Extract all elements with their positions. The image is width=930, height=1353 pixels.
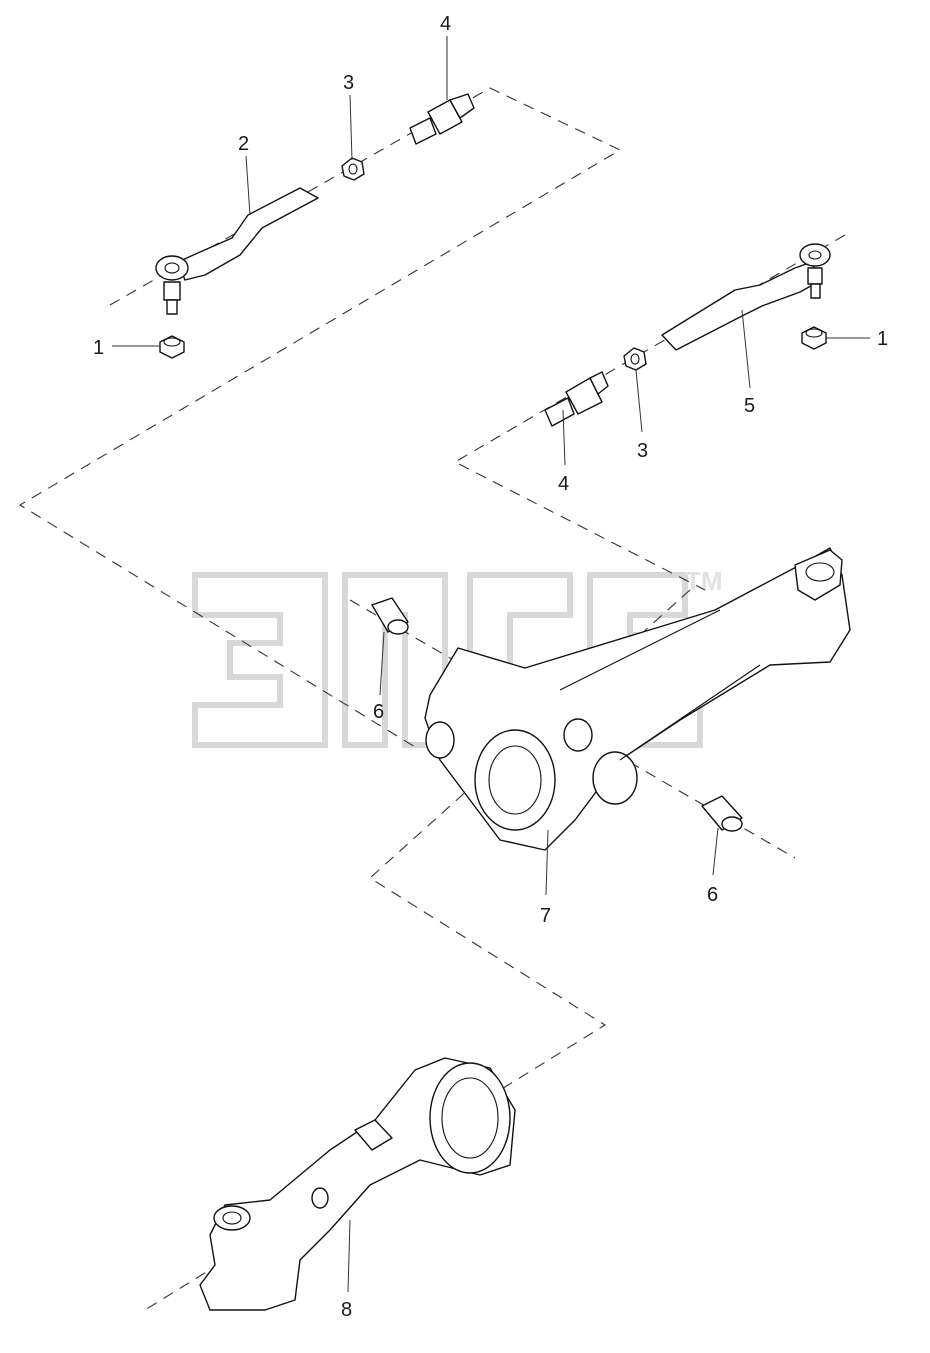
axle-beam-part-8 — [199, 1057, 516, 1311]
tie-rod-end-part-2 — [155, 187, 319, 315]
callout-5: 5 — [744, 395, 755, 417]
inner-tie-rod-part-4-bottom — [544, 371, 609, 427]
bushing-part-6-right — [701, 795, 743, 832]
nut-part-3-bottom — [623, 347, 647, 371]
nut-part-1-right — [801, 326, 827, 350]
callout-8: 8 — [341, 1299, 352, 1321]
axle-housing-part-7 — [424, 547, 851, 851]
tie-rod-end-part-5 — [661, 243, 831, 351]
callout-3-bottom: 3 — [637, 440, 648, 462]
nut-part-1-left — [159, 335, 185, 359]
nut-part-3-top — [341, 157, 365, 181]
callout-1-right: 1 — [877, 328, 888, 350]
callout-3-top: 3 — [343, 72, 354, 94]
callout-1-left: 1 — [93, 337, 104, 359]
watermark-trademark: TM — [685, 566, 723, 596]
bushing-part-6-left — [371, 597, 409, 635]
callout-2: 2 — [238, 133, 249, 155]
callout-7: 7 — [540, 905, 551, 927]
inner-tie-rod-part-4-top — [409, 93, 475, 145]
leader-lines — [112, 36, 870, 1293]
callout-6-left: 6 — [373, 701, 384, 723]
callout-4-top: 4 — [440, 13, 451, 35]
callout-6-right: 6 — [707, 884, 718, 906]
callout-labels: 1 2 3 4 1 5 3 4 6 6 7 8 — [93, 13, 888, 1321]
callout-4-bottom: 4 — [558, 473, 569, 495]
